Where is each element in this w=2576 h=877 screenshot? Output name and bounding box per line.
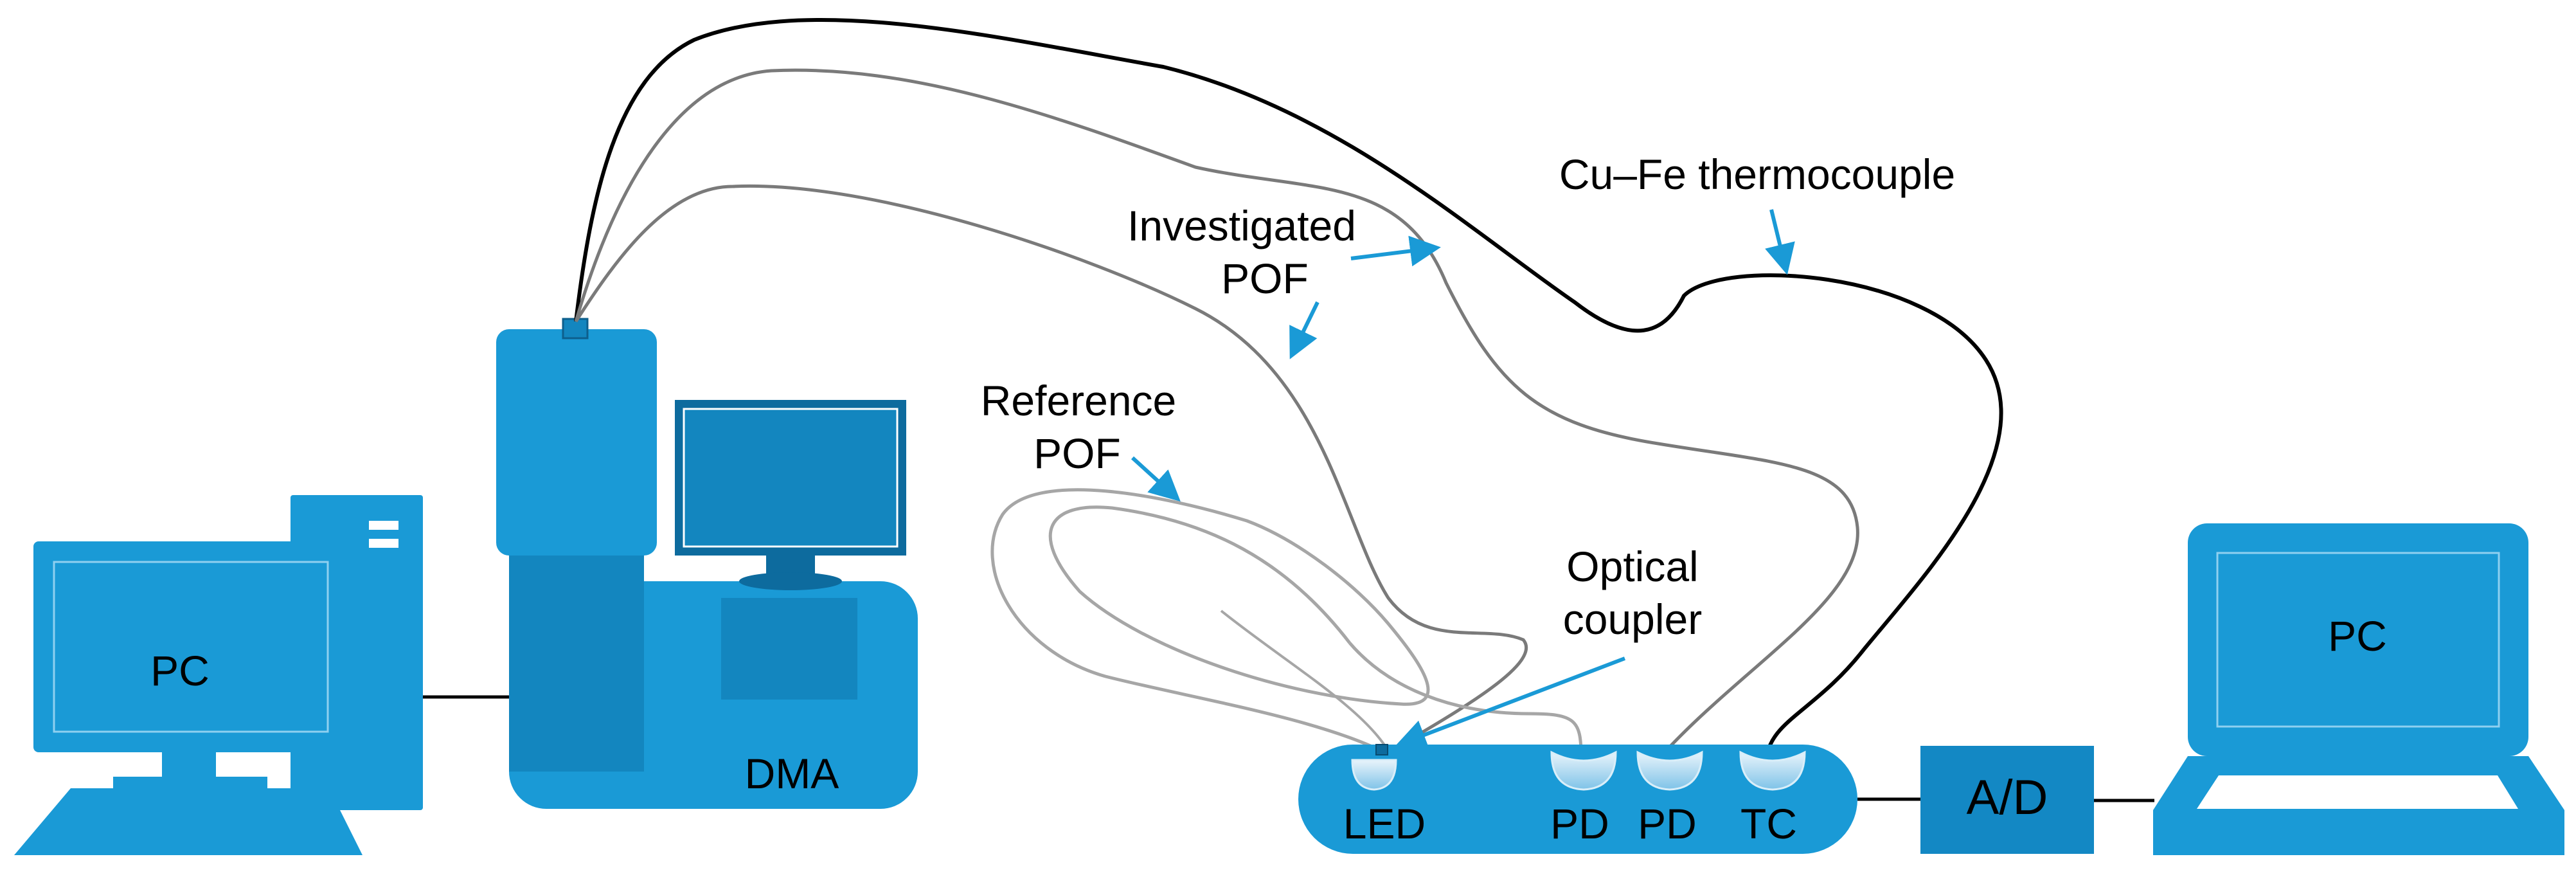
optical-coupler-arrow [1395, 656, 1626, 750]
laptop-keyboard [2197, 775, 2518, 809]
thermocouple-label: Cu–Fe thermocouple [1559, 150, 1955, 198]
pd1-icon [1550, 750, 1617, 791]
reference-pof-arrow [1131, 456, 1181, 502]
thermocouple-wire [574, 18, 2003, 754]
pd2-icon [1636, 750, 1703, 791]
dma-column [509, 553, 644, 772]
laptop-icon: PC [2153, 523, 2564, 855]
laptop-lid [2188, 523, 2528, 756]
led-icon [1351, 759, 1397, 791]
measurement-unit: LED PD PD TC [1298, 744, 1857, 854]
pc-left-label: PC [150, 647, 210, 694]
optical-coupler-icon [1375, 744, 1388, 755]
optical-coupler-annotation: Optical coupler [1395, 543, 1702, 750]
dma-label: DMA [745, 750, 839, 797]
investigated-pof-arrow-2 [1289, 301, 1319, 359]
ad-converter: A/D [1920, 746, 2094, 854]
dma-head [496, 329, 657, 556]
reference-pof-label-line2: POF [1033, 429, 1121, 477]
optical-coupler-label-line1: Optical [1566, 543, 1698, 590]
investigated-pof-annotation: Investigated POF [1127, 202, 1441, 359]
investigated-pof-arrow-1 [1350, 235, 1441, 267]
dma-sample-port [562, 318, 589, 339]
pc-left-icon: PC [14, 495, 423, 855]
investigated-pof-lower-fiber [574, 184, 1528, 754]
tc-label: TC [1740, 800, 1797, 847]
laptop-screen [2216, 552, 2500, 728]
pc-tower-slot-1 [369, 521, 398, 530]
keyboard-icon [14, 788, 362, 855]
ad-box [1920, 746, 2094, 854]
dma-monitor-foot [739, 572, 842, 590]
pd2-label: PD [1638, 800, 1697, 847]
ad-label: A/D [1967, 770, 2048, 825]
measurement-unit-body [1298, 745, 1857, 854]
reference-pof-label-line1: Reference [981, 377, 1177, 424]
reference-pof-tail [1348, 642, 1583, 756]
dma-monitor-screen [683, 408, 899, 548]
pc-tower-slot-2 [369, 539, 398, 548]
thermocouple-arrow [1765, 209, 1795, 275]
tc-icon [1739, 750, 1806, 791]
dma-monitor-box [721, 598, 857, 700]
led-label: LED [1343, 800, 1426, 847]
investigated-pof-label-line1: Investigated [1127, 202, 1356, 249]
pc-monitor-screen [53, 561, 329, 733]
thermocouple-annotation: Cu–Fe thermocouple [1559, 150, 1955, 275]
reference-pof-lead [1220, 610, 1390, 752]
optical-coupler-label-line2: coupler [1563, 595, 1702, 643]
investigated-pof-label-line2: POF [1221, 255, 1309, 302]
pc-monitor [33, 541, 348, 752]
reference-pof-outer-loop [990, 488, 1430, 753]
pc-right-label: PC [2328, 612, 2387, 660]
reference-pof-annotation: Reference POF [981, 377, 1181, 502]
dynamic-mechanical-analyzer-icon: DMA [496, 318, 918, 809]
pd1-label: PD [1550, 800, 1609, 847]
